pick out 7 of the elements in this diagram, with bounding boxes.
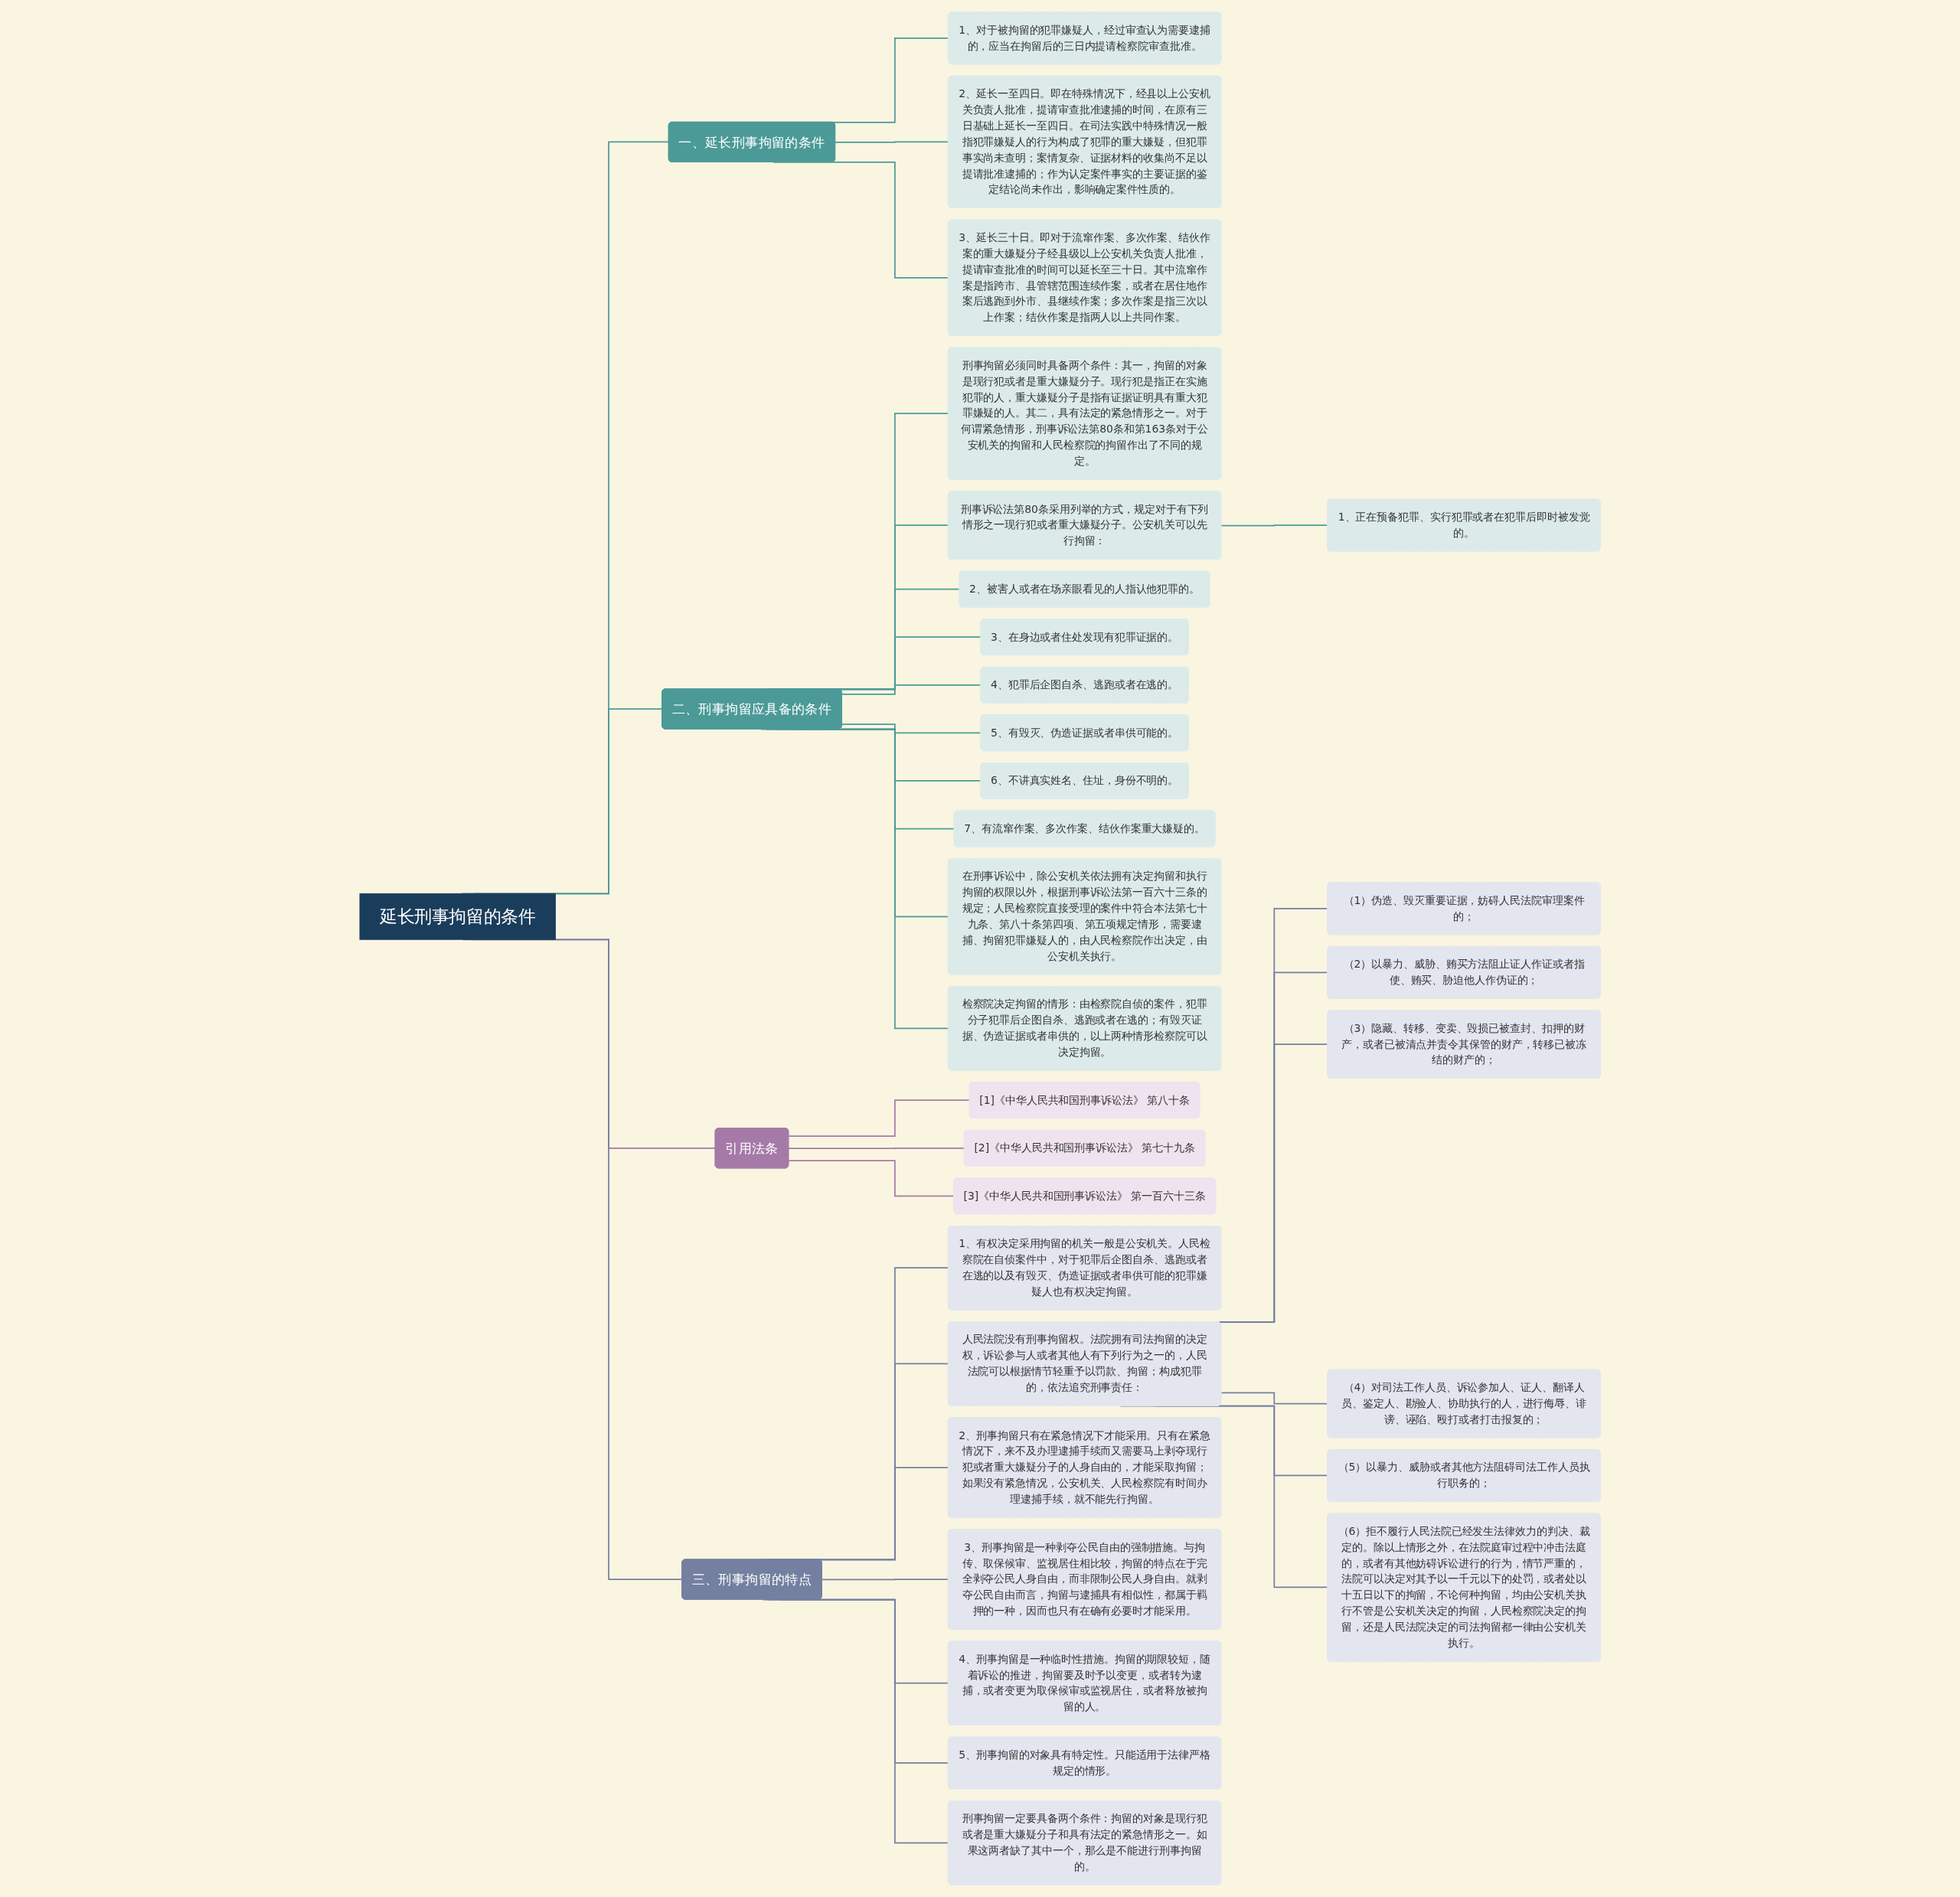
mind-map-drawing: 延长刑事拘留的条件 一、延长刑事拘留的条件 1、对于被拘留的犯罪嫌疑人，经过审查认为需要逮捕的，应当在拘留后的三日内提请检察院审查批准。 2、延长一至四日。即在特殊情况下，经县以上公安机关负责人批准，提请审查批准逮捕的时间，在原有三日基础上延长一至四日。在司法实践中特殊情况一般指犯罪嫌疑人的行为构成了犯罪的重大嫌疑，但犯罪事实尚未查明；案情复杂、证据材料的收集尚不足以提请批准逮捕的；作为认定案件事实的主要证据的鉴定结论尚未作出，影响确定案件性质的。 3、延长三十日。即对于流窜作案、多次作案、结伙作案的重大嫌疑分子经县级以上公安机关负责人批准，提请审查批准的时间可以延长至三十日。其中流窜作案是指跨市、县管辖范围连续作案，或者在居住地作案后逃跑到外市、县继续作案；多次作案是指三次以上作案；结伙作案是指两人以上共同作案。 二、刑事拘留应具备的条件 刑事拘留必须同时具备两个条件：其一，拘留的对象是现行犯或者是重大嫌疑分子。现行犯是指正在实施犯罪的人，重大嫌疑分子是指有证据证明具有重大犯罪嫌疑的人。其二，具有法定的紧急情形之一。对于何谓紧急情形，刑事诉讼法第80条和第163条对于公安机关的拘留和人民检察院的拘留作出了不同的规定。 刑事诉讼法第80条采用列举的方式，规定对于有下列情形之一现行犯或者重大嫌疑分子。公安机关可以先行拘留： 1、正在预备犯罪、实行犯罪或者在犯罪后即时被发觉的。 2、被害人或者在场亲眼看见的人指认他犯罪的。 3、在身边或者住处发现有犯罪证据的。 4、犯罪后企图自杀、逃跑或者在逃的。 5、有毁灭、伪造证据或者串供可能的。 6、不讲真实姓名、住址，身份不明的。 7、有流窜作案、多次作案、结伙作案重大嫌疑的。 在刑事诉讼中，除公安机关依法拥有决定拘留和执行拘留的权限以外，根据刑事诉讼法第一百六十三条的规定；人民检察院直接受理的案件中符合本法第七十九条、第八十条第四项、第五项规定情形，需要逮捕、拘留犯罪嫌疑人的，由人民检察院作出决定，由公安机关执行。 检察院决定拘留的情形：由检察院自侦的案件，犯罪分子犯罪后企图自杀、逃跑或者在逃的；有毁灭证据、伪造证据或者串供的，以上两种情形检察院可以决定拘留。 引用法条 [1]《中华人民共和国刑事诉讼法》 第八十条 [2]《中华人民共和国刑事诉讼法》 第七十九条 [3]《中华人民共和国刑事诉讼法》 第一百六十三条 三、刑事拘留的特点 1、有权决定采用拘留的机关一般是公安机关。人民检察院在自侦案件中，对于犯罪后企图自杀、逃跑或者在逃的以及有毁灭、伪造证据或者串供可能的犯罪嫌疑人也有权决定拘留。 人民法院没有刑事拘留权。法院拥有司法拘留的决定权，诉讼参与人或者其他人有下列行为之一的，人民法院可以根据情节轻重予以罚款、拘留；构成犯罪的，依法追究刑事责任： （1）伪造、毁灭重要证据，妨碍人民法院审理案件的； （2）以暴力、威胁、贿买方法阻止证人作证或者指使、贿买、胁迫他人作伪证的； （3）隐藏、转移、变卖、毁损已被查封、扣押的财产，或者已被清点并责令其保管的财产，转移已被冻结的财产的； （4）对司法工作人员、诉讼参加人、证人、翻译人员、鉴定人、勘验人、协助执行的人，进行侮辱、诽谤、诬陷、殴打或者打击报复的； （5）以暴力、威胁或者其他方法阻碍司法工作人员执行职务的； （6）拒不履行人民法院已经发生法律效力的判决、裁定的。除以上情形之外，在法院庭审过程中冲击法庭的，或者有其他妨碍诉讼进行的行为，情节严重的，法院可以决定对其予以一千元以下的处罚，或者处以十五日以下的拘留，不论何种拘留，均由公安机关执行不管是公安机关决定的拘留，人民检察院决定的拘留，还是人民法院决定的司法拘留都一律由公安机关执行。 2、刑事拘留只有在紧急情况下才能采用。只有在紧急情况下，来不及办理逮捕手续而又需要马上剥夺现行犯或者重大嫌疑分子的人身自由的，才能采取拘留；如果没有紧急情况，公安机关、人民检察院有时间办理逮捕手续，就不能先行拘留。 3、刑事拘留是一种剥夺公民自由的强制措施。与拘传、取保候审、监视居住相比较，拘留的特点在于完全剥夺公民人身自由，而非限制公民人身自由。就剥夺公民自由而言，拘留与逮捕具有相似性，都属于羁押的一种，因而也只有在确有必要时才能采用。 4、刑事拘留是一种临时性措施。拘留的期限较短，随着诉讼的推进，拘留要及时予以变更，或者转为逮捕，或者变更为取保候审或监视居住，或者释放被拘留的人。 5、刑事拘留的对象具有特定性。只能适用于法律严格规定的情形。 刑事拘留一定要具备两个条件：拘留的对象是现行犯或者是重大嫌疑分子和具有法定的紧急情形之一。如果这两者缺了其中一个，那么是不能进行刑事拘留的。	[354, 7, 1606, 1890]
connector	[788, 1160, 955, 1197]
node-box	[359, 893, 556, 940]
connector	[788, 1147, 965, 1150]
connector	[821, 1579, 949, 1581]
connector	[835, 141, 949, 143]
connector	[788, 1099, 971, 1138]
